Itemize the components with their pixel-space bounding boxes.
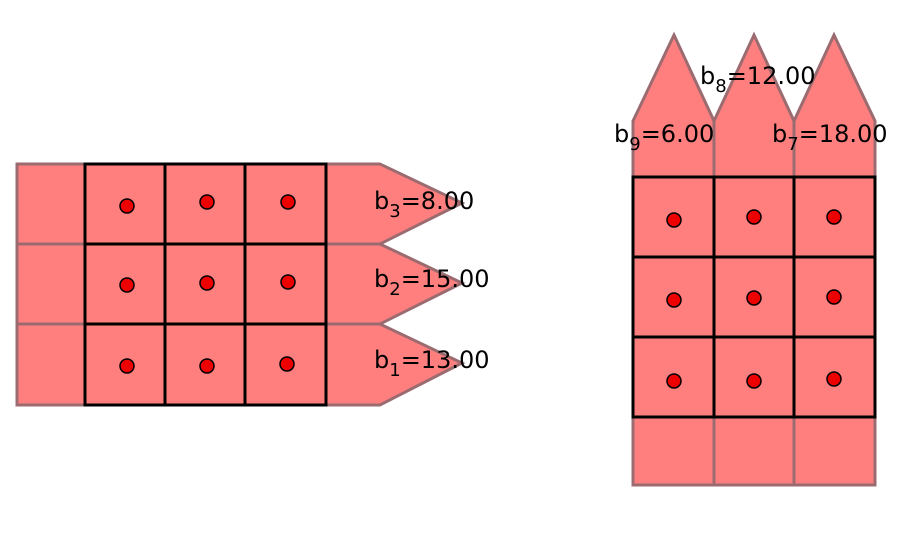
right-point-r1c3 [826, 209, 842, 225]
left-regions [15, 162, 466, 407]
left-grid-outline [83, 162, 328, 407]
left-panel: b3=8.00 b2=15.00 b1=13.00 [15, 162, 490, 407]
right-grid-outline [631, 175, 877, 419]
label-b1: b1=13.00 [374, 346, 490, 381]
left-point-r1c1 [119, 198, 135, 214]
left-labels: b3=8.00 b2=15.00 b1=13.00 [374, 187, 490, 381]
right-point-r2c1 [666, 292, 682, 308]
right-point-r3c3 [826, 371, 842, 387]
right-point-r2c3 [826, 289, 842, 305]
right-point-r1c2 [746, 209, 762, 225]
right-labels: b9=6.00 b8=12.00 b7=18.00 [614, 62, 888, 155]
left-points [119, 194, 296, 374]
left-point-r2c3 [280, 274, 296, 290]
right-regions [631, 31, 877, 487]
left-point-r2c1 [119, 277, 135, 293]
right-grid [631, 175, 877, 419]
right-point-r3c1 [666, 373, 682, 389]
left-point-r1c3 [280, 194, 296, 210]
left-point-r3c3 [279, 356, 295, 372]
label-b2: b2=15.00 [374, 265, 490, 300]
left-point-r3c2 [199, 358, 215, 374]
right-panel: b9=6.00 b8=12.00 b7=18.00 [614, 31, 888, 487]
label-b8: b8=12.00 [700, 62, 816, 97]
label-b7: b7=18.00 [772, 120, 888, 155]
right-point-r2c2 [746, 290, 762, 306]
label-b3: b3=8.00 [374, 187, 474, 222]
left-grid [83, 162, 328, 407]
label-b9: b9=6.00 [614, 120, 714, 155]
left-point-r2c2 [199, 275, 215, 291]
left-point-r1c2 [199, 194, 215, 210]
right-point-r1c1 [666, 212, 682, 228]
right-points [666, 209, 842, 389]
left-point-r3c1 [119, 358, 135, 374]
right-point-r3c2 [746, 373, 762, 389]
